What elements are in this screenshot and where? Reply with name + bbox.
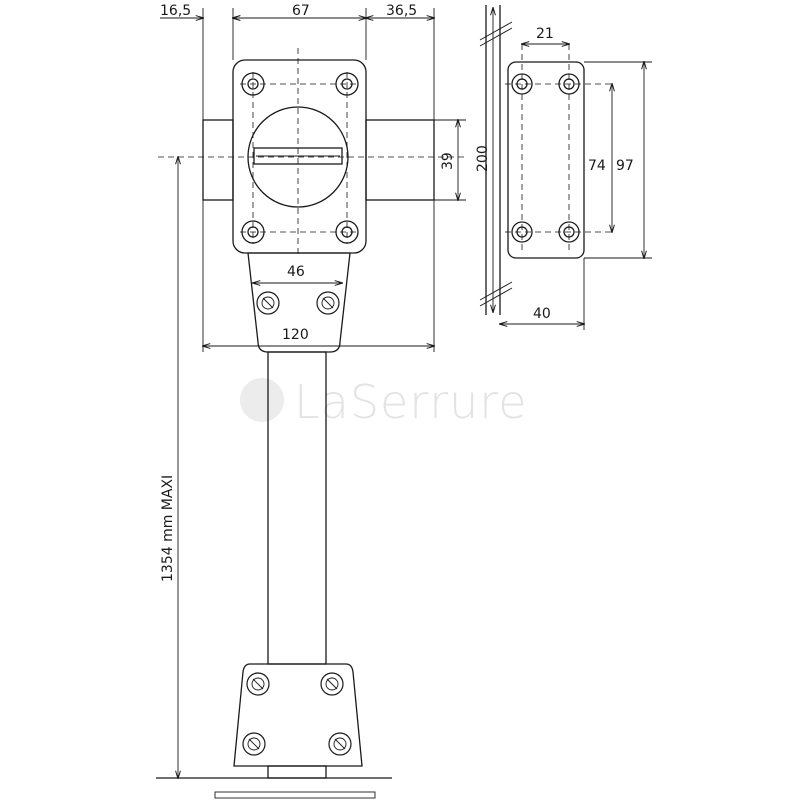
watermark: LaSerrure bbox=[240, 375, 528, 429]
side-dimensions: 200 21 74 97 40 bbox=[475, 8, 652, 330]
dim-plate-inner-height: 97 bbox=[616, 158, 634, 174]
dim-plate-height: 200 bbox=[475, 145, 491, 172]
right-bolt-housing bbox=[365, 119, 435, 201]
side-view bbox=[479, 5, 612, 315]
watermark-logo-icon bbox=[240, 378, 284, 422]
dim-rod-length: 1354 mm MAXI bbox=[160, 475, 176, 582]
dim-left-offset: 16,5 bbox=[160, 3, 191, 19]
left-bolt-housing bbox=[202, 119, 234, 201]
floor-socket bbox=[267, 765, 327, 779]
lower-plate bbox=[233, 663, 363, 767]
mounting-plate bbox=[507, 61, 585, 259]
dim-plate-width: 40 bbox=[533, 306, 551, 322]
dim-overall-width: 120 bbox=[282, 327, 309, 343]
front-view bbox=[156, 48, 466, 799]
watermark-text: LaSerrure bbox=[294, 375, 528, 429]
dim-hole-spacing-y: 74 bbox=[588, 158, 606, 174]
dim-hole-spacing-x: 21 bbox=[536, 26, 554, 42]
front-dimensions: 16,5 67 36,5 39 46 120 1354 mm MAXI bbox=[160, 3, 466, 778]
body-screw-holes bbox=[241, 72, 359, 244]
dim-body-width: 67 bbox=[292, 3, 310, 19]
dim-bracket-spacing: 46 bbox=[287, 264, 305, 280]
dim-bolt-height: 39 bbox=[440, 152, 456, 170]
dim-right-offset: 36,5 bbox=[386, 3, 417, 19]
